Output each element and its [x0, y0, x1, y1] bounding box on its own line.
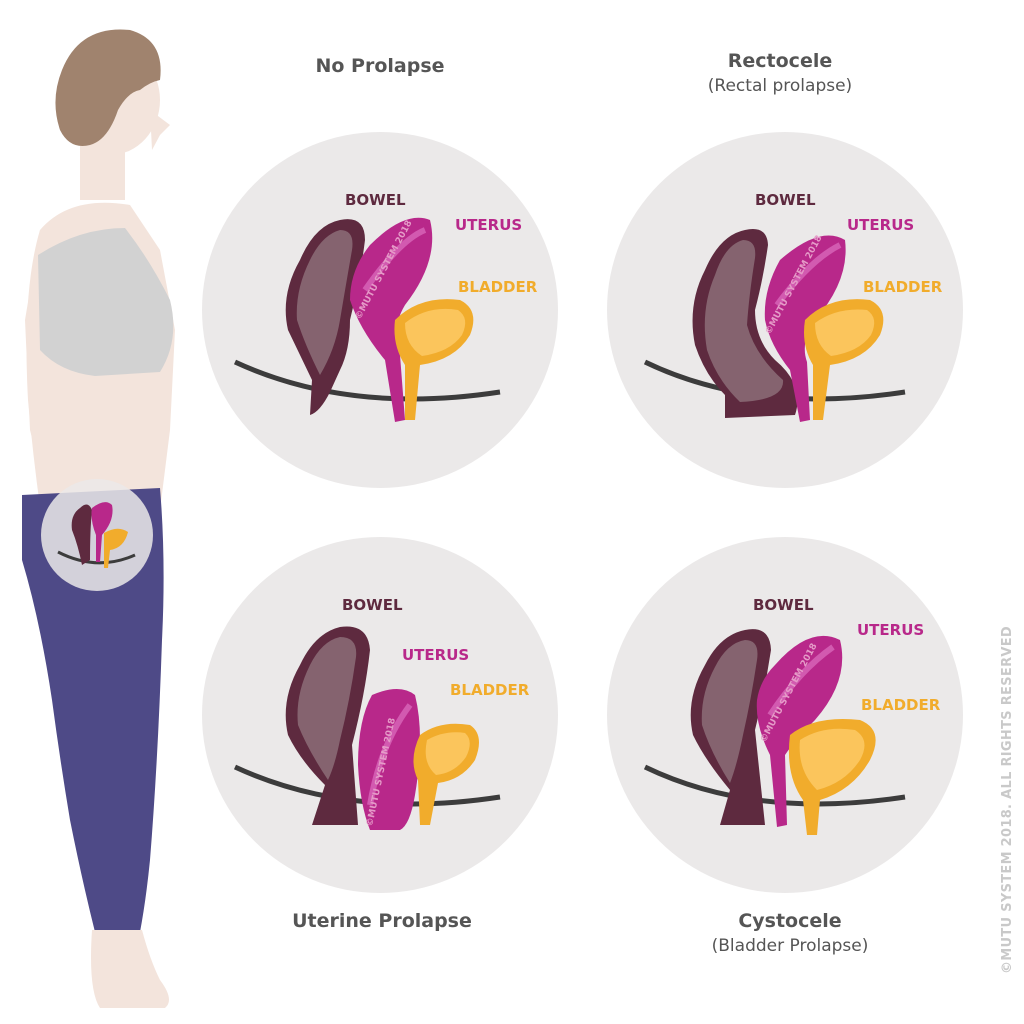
pelvic-floor-line: [643, 764, 906, 807]
copyright-notice: ©MUTU SYSTEM 2018. ALL RIGHTS RESERVED: [1000, 625, 1015, 975]
label-uterus: UTERUS: [857, 621, 924, 639]
panel-title-rectocele: Rectocele (Rectal prolapse): [680, 50, 880, 96]
label-bowel: BOWEL: [342, 596, 403, 614]
bowel-organ: [692, 229, 798, 418]
bladder-organ: [788, 719, 876, 835]
hair: [55, 29, 161, 146]
label-bowel: BOWEL: [345, 191, 406, 209]
bladder-organ: [394, 299, 474, 420]
bowel-organ: [690, 629, 771, 825]
bladder-organ: [413, 723, 479, 825]
bladder-organ: [804, 299, 884, 420]
bowel-organ: [285, 626, 370, 825]
mini-pelvis-zoom: [41, 479, 153, 591]
leggings: [22, 488, 164, 932]
title-text: Cystocele: [738, 910, 842, 932]
pelvic-floor-line: [233, 359, 501, 402]
label-bowel: BOWEL: [755, 191, 816, 209]
bra: [38, 228, 174, 376]
title-text: No Prolapse: [315, 55, 445, 77]
foot: [91, 930, 169, 1008]
panel-title-no-prolapse: No Prolapse: [280, 55, 480, 77]
panel-title-uterine-prolapse: Uterine Prolapse: [262, 910, 502, 932]
label-bladder: BLADDER: [863, 278, 943, 296]
panel-title-cystocele: Cystocele (Bladder Prolapse): [680, 910, 900, 956]
subtitle-text: (Rectal prolapse): [707, 76, 853, 96]
title-text: Uterine Prolapse: [292, 910, 472, 932]
label-bladder: BLADDER: [861, 696, 941, 714]
uterus-organ: ©MUTU SYSTEM 2018: [358, 689, 420, 830]
panel-cystocele: ©MUTU SYSTEM 2018 BOWEL UTERUS BLADDER: [607, 537, 963, 893]
label-bowel: BOWEL: [753, 596, 814, 614]
label-uterus: UTERUS: [402, 646, 469, 664]
label-uterus: UTERUS: [455, 216, 522, 234]
label-bladder: BLADDER: [458, 278, 538, 296]
panel-no-prolapse: ©MUTU SYSTEM 2018 BOWEL UTERUS BLADDER: [202, 132, 558, 488]
pelvic-floor-line: [233, 764, 501, 807]
title-text: Rectocele: [727, 50, 833, 72]
panel-rectocele: ©MUTU SYSTEM 2018 BOWEL UTERUS BLADDER: [607, 132, 963, 488]
subtitle-text: (Bladder Prolapse): [711, 936, 869, 956]
label-bladder: BLADDER: [450, 681, 530, 699]
panel-uterine-prolapse: ©MUTU SYSTEM 2018 BOWEL UTERUS BLADDER: [202, 537, 558, 893]
label-uterus: UTERUS: [847, 216, 914, 234]
bowel-organ: [285, 219, 365, 415]
